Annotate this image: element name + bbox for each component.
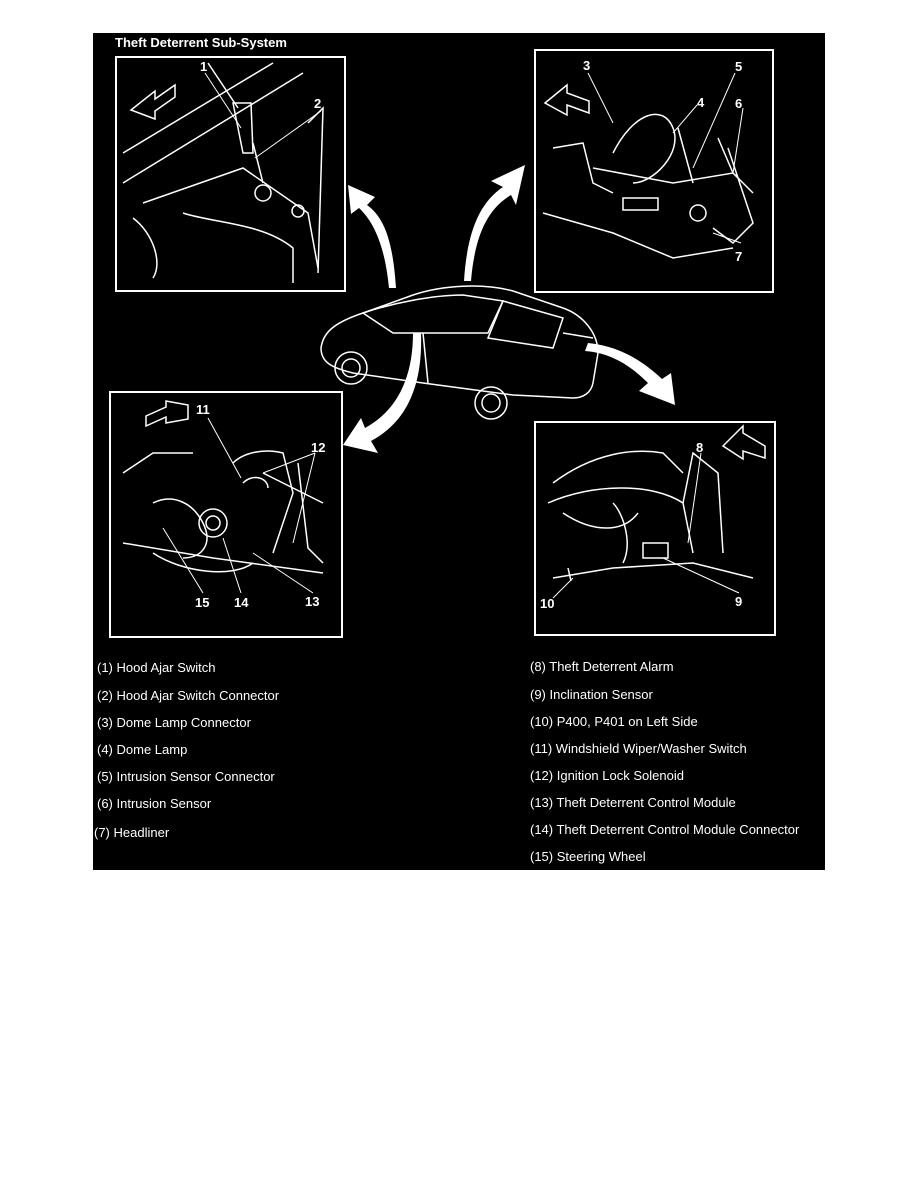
direction-arrow-dome [543,83,590,117]
callout-9: 9 [735,594,743,609]
callout-15: 15 [195,595,210,610]
callout-11: 11 [196,402,210,417]
dome-sketch [542,83,754,259]
legend-item: (10) P400, P401 on Left Side [530,714,698,729]
callout-leaders [162,72,744,599]
callout-3: 3 [583,58,591,73]
callout-7: 7 [735,249,743,264]
panel-dome-view [534,49,774,293]
panel-steering-view [109,391,343,638]
legend-item: (11) Windshield Wiper/Washer Switch [530,741,747,756]
arrow-to-trunk [585,343,675,405]
callout-12: 12 [311,440,326,455]
legend-item: (6) Intrusion Sensor [97,796,212,811]
legend-item: (13) Theft Deterrent Control Module [530,795,736,810]
car-sketch [320,285,599,420]
legend-item: (7) Headliner [94,825,170,840]
panel-hood-view [115,56,346,292]
arrow-to-dome [464,165,525,281]
callout-5: 5 [735,59,743,74]
hood-sketch [122,62,324,283]
legend-item: (1) Hood Ajar Switch [97,660,216,675]
legend-item: (3) Dome Lamp Connector [97,715,251,730]
diagram-figure: Theft Deterrent Sub-System [93,33,825,870]
callout-10: 10 [540,596,555,611]
pointer-arrows [343,165,675,453]
callout-1: 1 [200,59,208,74]
legend-item: (4) Dome Lamp [97,742,188,757]
arrow-to-hood [348,185,396,288]
legend-item: (9) Inclination Sensor [530,687,653,702]
legend-item: (12) Ignition Lock Solenoid [530,768,684,783]
diagram-title: Theft Deterrent Sub-System [115,35,287,50]
direction-arrow-trunk [721,424,766,461]
legend-item: (14) Theft Deterrent Control Module Conn… [530,822,800,837]
callout-14: 14 [234,595,249,610]
panel-trunk-view [534,421,776,636]
arrow-to-steering [343,333,422,453]
direction-arrow-hood [129,83,176,121]
steering-sketch [122,400,324,574]
callout-13: 13 [305,594,320,609]
callout-4: 4 [697,95,705,110]
direction-arrow-steering [145,400,189,428]
legend-item: (2) Hood Ajar Switch Connector [97,688,280,703]
line-drawing [122,62,766,599]
callout-8: 8 [696,440,704,455]
callout-2: 2 [314,96,322,111]
legend-item: (15) Steering Wheel [530,849,646,864]
callout-6: 6 [735,96,743,111]
legend-item: (8) Theft Deterrent Alarm [530,659,674,674]
legend-item: (5) Intrusion Sensor Connector [97,769,275,784]
trunk-sketch [547,424,766,582]
